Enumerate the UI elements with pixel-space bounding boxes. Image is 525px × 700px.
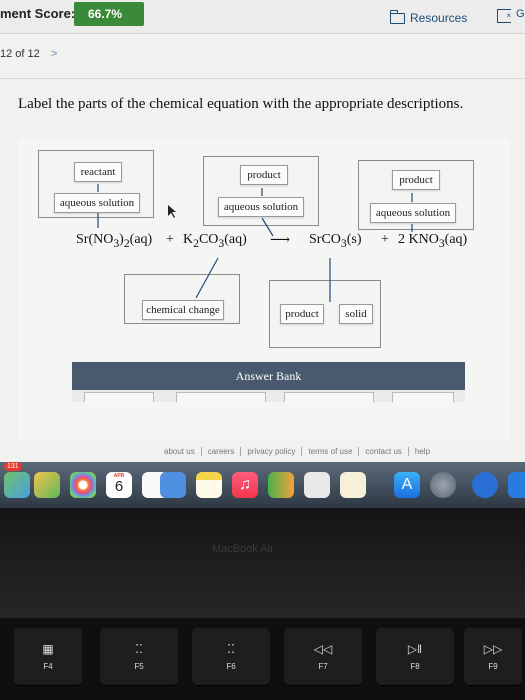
key-f9[interactable]: ▷▷ F9 [464,628,522,686]
safari-icon[interactable] [430,472,456,498]
product-1: SrCO3(s) [309,232,362,250]
label-product-right[interactable]: product [392,170,440,190]
play-pause-icon: ▷‖ [407,642,423,656]
score-value-badge: 66.7% [74,2,144,26]
footer-link-careers[interactable]: careers [202,447,242,456]
keynote-icon[interactable] [304,472,330,498]
numbers-icon[interactable] [268,472,294,498]
resources-label: Resources [410,11,468,25]
footer-link-help[interactable]: help [414,447,431,456]
answer-bank-slot[interactable] [392,392,454,402]
resources-button[interactable]: Resources [389,7,468,29]
label-product-left[interactable]: product [240,165,288,185]
answer-bank-header: Answer Bank [72,362,465,390]
keyboard-brightness-up-icon: ⁚⁚ [227,642,235,656]
key-f5[interactable]: ⁚⁚ F5 [100,628,178,686]
calendar-icon[interactable]: APR 6 [106,472,132,498]
launchpad-icon: ▦ [42,642,54,656]
label-solid[interactable]: solid [339,304,373,324]
footer-link-privacy[interactable]: privacy policy [241,447,303,456]
key-f7[interactable]: ◁◁ F7 [284,628,362,686]
cloud-icon[interactable] [472,472,498,498]
fast-forward-icon: ▷▷ [483,642,503,656]
maps-icon[interactable] [4,472,30,498]
folder-icon [389,9,405,24]
label-product-right-aqueous-solution[interactable]: aqueous solution [370,203,456,223]
question-navigation: 12 of 12 > [0,48,57,60]
reactant-2: K2CO3(aq) [183,232,247,250]
label-product-bottom[interactable]: product [280,304,324,324]
photos-icon[interactable] [70,472,96,498]
answer-bank-area [72,390,465,402]
label-chemical-change[interactable]: chemical change [142,300,224,320]
answer-bank-slot[interactable] [176,392,266,402]
app-partial-icon[interactable] [508,472,525,498]
key-f6[interactable]: ⁚⁚ F6 [192,628,270,686]
footer-links: about us careers privacy policy terms of… [158,447,436,456]
label-reactant-aqueous-solution[interactable]: aqueous solution [54,193,140,213]
question-prompt: Label the parts of the chemical equation… [18,96,464,112]
calendar-day: 6 [114,478,124,495]
score-label: ment Score: [0,6,76,21]
key-f4[interactable]: ▦ F4 [14,628,82,686]
footer-link-about[interactable]: about us [158,447,202,456]
product-2: 2 KNO3(aq) [398,232,468,250]
reactant-1: Sr(NO3)2(aq) [76,232,153,250]
top-bar: ment Score: 66.7% Resources × G [0,0,525,34]
question-position: 12 of 12 [0,48,40,60]
notification-badge: 131 [4,462,22,471]
music-icon[interactable]: ♫ [232,472,258,498]
answer-bank-slot[interactable] [84,392,154,402]
laptop-bezel [0,508,525,618]
footer-link-terms[interactable]: terms of use [302,447,360,456]
keyboard-brightness-down-icon: ⁚⁚ [135,642,143,656]
laptop-brand: MacBook Air [212,543,274,555]
reaction-arrow: ⟶ [270,233,291,248]
exit-icon-partial[interactable]: G [516,8,525,20]
app-store-icon[interactable]: A [394,472,420,498]
next-question-icon[interactable]: > [50,48,58,60]
key-f8[interactable]: ▷‖ F8 [376,628,454,686]
label-reactant[interactable]: reactant [74,162,122,182]
divider [0,78,525,79]
plus-sign-2: + [381,232,389,247]
maps-app-icon[interactable] [34,472,60,498]
footer-link-contact[interactable]: contact us [359,447,409,456]
calendar-month: APR [113,473,125,479]
pencil-icon[interactable] [358,472,384,498]
chemical-equation: Sr(NO3)2(aq) + K2CO3(aq) ⟶ SrCO3(s) + 2 … [0,232,525,254]
browser-screen: ment Score: 66.7% Resources × G 12 of 12… [0,0,525,462]
mac-dock: APR 6 ♫ A [0,462,525,508]
notes-icon[interactable] [196,472,222,498]
finder-icon[interactable] [160,472,186,498]
answer-bank-slot[interactable] [284,392,374,402]
label-product-left-aqueous-solution[interactable]: aqueous solution [218,197,304,217]
quotes-icon[interactable] [340,472,366,498]
plus-sign-1: + [166,232,174,247]
rewind-icon: ◁◁ [313,642,333,656]
exit-icon[interactable]: × [497,9,511,23]
